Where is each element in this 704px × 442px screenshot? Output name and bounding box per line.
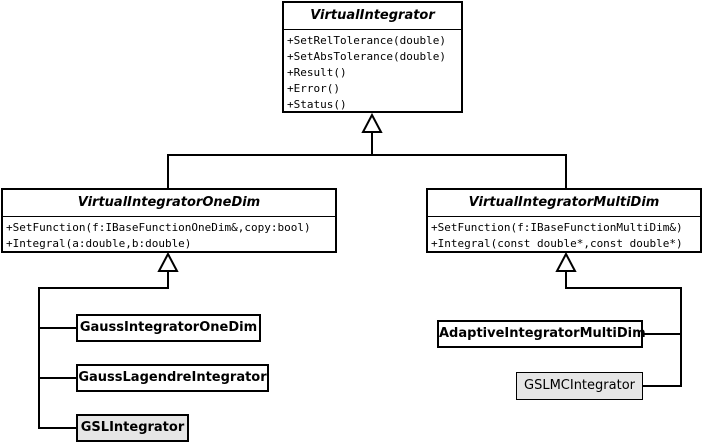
operation: +Integral(a:double,b:double): [6, 237, 192, 250]
inheritance-arrow-multidim: [555, 251, 577, 272]
class-name: VirtualIntegratorOneDim: [3, 190, 335, 217]
operations-list: +SetFunction(f:IBaseFunctionMultiDim&) +…: [428, 217, 700, 254]
operations-list: +SetFunction(f:IBaseFunctionOneDim&,copy…: [3, 217, 335, 254]
class-virtual-integrator-multi-dim: VirtualIntegratorMultiDim +SetFunction(f…: [426, 188, 702, 253]
connector-multidim-to-base: [372, 154, 567, 188]
operation: +SetAbsTolerance(double): [287, 50, 446, 63]
inheritance-arrow-base: [361, 112, 383, 133]
operation: +Error(): [287, 82, 340, 95]
class-name: VirtualIntegratorMultiDim: [428, 190, 700, 217]
operation: +SetFunction(f:IBaseFunctionMultiDim&): [431, 221, 683, 234]
class-adaptive-integrator-multi-dim: AdaptiveIntegratorMultiDim: [437, 320, 646, 348]
operation: +Integral(const double*,const double*): [431, 237, 683, 250]
class-virtual-integrator-one-dim: VirtualIntegratorOneDim +SetFunction(f:I…: [1, 188, 337, 253]
connector-onedim-children: [38, 271, 169, 429]
connector-multidim-children: [565, 271, 682, 387]
class-name: VirtualIntegrator: [284, 3, 461, 30]
class-gslmc-integrator: GSLMCIntegrator: [516, 372, 643, 400]
class-gsl-integrator: GSLIntegrator: [76, 414, 189, 442]
class-gauss-lagendre-integrator: GaussLagendreIntegrator: [76, 364, 269, 392]
class-gauss-integrator-one-dim: GaussIntegratorOneDim: [76, 314, 261, 342]
connector-onedim-to-base: [167, 132, 373, 188]
operation: +SetFunction(f:IBaseFunctionOneDim&,copy…: [6, 221, 311, 234]
class-virtual-integrator: VirtualIntegrator +SetRelTolerance(doubl…: [282, 1, 463, 113]
inheritance-arrow-onedim: [157, 251, 179, 272]
operation: +Status(): [287, 98, 347, 111]
operations-list: +SetRelTolerance(double) +SetAbsToleranc…: [284, 30, 461, 115]
operation: +Result(): [287, 66, 347, 79]
operation: +SetRelTolerance(double): [287, 34, 446, 47]
